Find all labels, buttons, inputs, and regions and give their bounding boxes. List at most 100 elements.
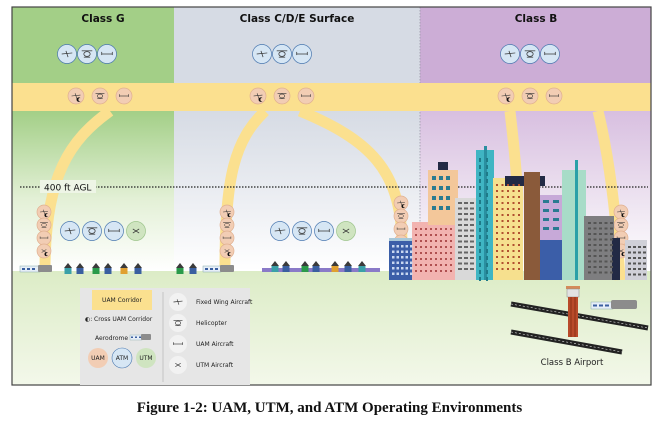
fixed-wing-aircraft-icon	[57, 44, 77, 64]
cross-corridor-icon	[506, 97, 512, 102]
cross-corridor-icon	[621, 213, 626, 218]
airport-aerodrome	[590, 300, 637, 310]
diagram-frame	[11, 6, 652, 386]
class-g-title: Class G	[81, 13, 124, 25]
cross-corridor-icon	[44, 213, 49, 218]
helicopter-icon	[273, 87, 291, 105]
helicopter-icon	[169, 314, 187, 332]
legend-aerodrome-icon	[129, 334, 151, 341]
house	[104, 263, 112, 274]
cross-corridor-icon	[227, 252, 232, 257]
houses	[64, 261, 380, 274]
svg-text:ATM: ATM	[116, 355, 128, 362]
utm-aircraft-icon	[36, 243, 52, 259]
figure-caption: Figure 1-2: UAM, UTM, and ATM Operating …	[136, 400, 523, 416]
uam-aircraft-icon	[540, 44, 560, 64]
legend-aircraft-item: Fixed Wing Aircraft	[169, 293, 253, 311]
fixed-wing-aircraft-icon	[249, 87, 267, 105]
legend-aircraft-label: Fixed Wing Aircraft	[196, 299, 253, 306]
helicopter-icon	[91, 87, 109, 105]
legend-service-uam: UAM	[88, 348, 108, 368]
legend-uam-corridor-swatch	[92, 290, 152, 310]
legend-cross-corridor-label: Cross UAM Corridor	[94, 316, 153, 323]
legend-aircraft-label: Helicopter	[196, 320, 227, 327]
fixed-wing-aircraft-icon	[169, 293, 187, 311]
fixed-wing-aircraft-icon	[270, 221, 290, 241]
class-b-title: Class B	[515, 13, 558, 25]
uam-aircraft-icon	[36, 230, 52, 246]
cross-corridor-icon	[401, 204, 406, 209]
house	[282, 261, 290, 272]
house	[134, 263, 142, 274]
control-tower	[566, 286, 580, 337]
helicopter-icon	[393, 208, 409, 224]
cross-corridor-icon	[76, 97, 82, 102]
utm-aircraft-icon	[336, 221, 356, 241]
cross-corridor-icon	[258, 97, 264, 102]
aerodrome-left	[19, 265, 52, 273]
fixed-wing-aircraft-icon	[500, 44, 520, 64]
agl-label-bg	[40, 180, 96, 193]
cross-corridor-icon	[44, 252, 49, 257]
fixed-wing-aircraft-icon	[67, 87, 85, 105]
helicopter-icon	[520, 44, 540, 64]
helicopter-icon	[613, 217, 629, 233]
uam-aircraft-icon	[393, 221, 409, 237]
house	[344, 261, 352, 272]
house	[92, 263, 100, 274]
house	[176, 263, 184, 274]
uam-aircraft-icon	[219, 230, 235, 246]
class-b-airport: Class B Airport	[510, 286, 649, 368]
utm-aircraft-icon	[169, 356, 187, 374]
legend-service-atm: ATM	[111, 347, 133, 369]
uam-aircraft-icon	[169, 335, 187, 353]
airport-label: Class B Airport	[541, 358, 604, 368]
fixed-wing-aircraft-icon	[252, 44, 272, 64]
uam-aircraft-icon	[297, 87, 315, 105]
legend-aircraft-label: UAM Aircraft	[196, 341, 234, 348]
uam-aircraft-icon	[314, 221, 334, 241]
svg-text:UTM: UTM	[139, 355, 152, 362]
house	[358, 261, 366, 272]
legend-service-utm: UTM	[136, 348, 156, 368]
fixed-wing-aircraft-icon	[60, 221, 80, 241]
house	[331, 261, 339, 272]
legend-aerodrome-label: Aerodrome	[95, 335, 128, 342]
class-cde-airspace	[174, 7, 420, 271]
helicopter-icon	[36, 217, 52, 233]
fixed-wing-aircraft-icon	[613, 204, 629, 220]
legend-aircraft-item: UAM Aircraft	[169, 335, 234, 353]
uam-aircraft-icon	[292, 44, 312, 64]
uam-aircraft-icon	[115, 87, 133, 105]
class-cde-title: Class C/D/E Surface	[240, 13, 355, 25]
utm-aircraft-icon	[126, 221, 146, 241]
fixed-wing-aircraft-icon	[497, 87, 515, 105]
legend-panel: UAM Corridor ◐: Cross UAM Corridor Aerod…	[80, 288, 253, 385]
house	[312, 261, 320, 272]
agl-label: 400 ft AGL	[44, 184, 91, 194]
svg-text:UAM: UAM	[91, 355, 105, 362]
legend-aircraft-label: UTM Aircraft	[196, 362, 234, 369]
house	[76, 263, 84, 274]
fixed-wing-aircraft-icon	[393, 195, 409, 211]
helicopter-icon	[219, 217, 235, 233]
helicopter-icon	[521, 87, 539, 105]
aerodrome-center	[202, 265, 234, 273]
house	[64, 263, 72, 274]
building-windows	[392, 158, 646, 281]
legend-cross-corridor-symbol: ◐:	[85, 316, 92, 323]
fixed-wing-aircraft-icon	[36, 204, 52, 220]
runway-1	[510, 301, 649, 331]
cross-corridor-icon	[227, 213, 232, 218]
house	[301, 261, 309, 272]
helicopter-icon	[77, 44, 97, 64]
house	[271, 261, 279, 272]
fixed-wing-aircraft-icon	[219, 204, 235, 220]
uam-aircraft-icon	[545, 87, 563, 105]
legend-uam-corridor-label: UAM Corridor	[102, 297, 142, 304]
house	[120, 263, 128, 274]
helicopter-icon	[292, 221, 312, 241]
house	[189, 263, 197, 274]
